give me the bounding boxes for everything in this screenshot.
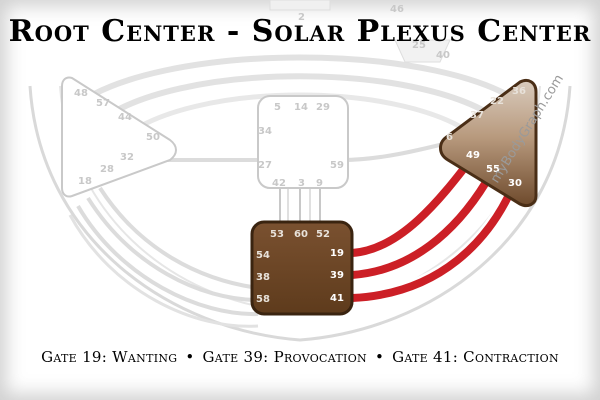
page-title: Root Center - Solar Plexus Center	[8, 14, 592, 49]
gate-28: 28	[100, 164, 114, 175]
caption-separator: •	[185, 348, 195, 366]
gate-14: 14	[294, 102, 308, 113]
gate-59: 59	[330, 160, 344, 171]
gate-44: 44	[118, 112, 132, 123]
spleen-center	[61, 76, 177, 198]
gate-42: 42	[272, 178, 286, 189]
caption-gate-41: Gate 41: Contraction	[392, 348, 559, 366]
faint-channel-spleen-1	[98, 186, 259, 290]
channel-19-49-red	[351, 155, 476, 257]
root-gates: 53 60 52 54 38 58 19 39 41	[256, 229, 344, 305]
faint-top-center-left	[269, 0, 331, 11]
caption-gate-39: Gate 39: Provocation	[202, 348, 367, 366]
gate-54: 54	[256, 250, 270, 261]
sacral-center	[257, 95, 349, 189]
gate-9: 9	[316, 178, 323, 189]
gate-25: 25	[412, 40, 426, 51]
channel-39-55-red	[351, 170, 496, 279]
caption-gate-19: Gate 19: Wanting	[41, 348, 178, 366]
gate-18: 18	[78, 176, 92, 187]
gate-52: 52	[316, 229, 330, 240]
gate-49: 49	[466, 150, 480, 161]
gate-5: 5	[274, 102, 281, 113]
gate-19: 19	[330, 248, 344, 259]
gate-29: 29	[316, 102, 330, 113]
faint-channel-spleen-3	[76, 204, 259, 317]
gate-40: 40	[436, 50, 450, 61]
gate-60: 60	[294, 229, 308, 240]
gate-58: 58	[256, 294, 270, 305]
faint-arc-1	[68, 54, 532, 113]
solar-plexus-gates: 36 22 37 6 49 55 30	[446, 86, 526, 189]
gate-38: 38	[256, 272, 270, 283]
caption-separator: •	[374, 348, 385, 366]
gate-39: 39	[330, 270, 344, 281]
faint-channel-spleen-4	[68, 214, 259, 328]
gate-30: 30	[508, 178, 522, 189]
gate-57: 57	[96, 98, 110, 109]
gate-3: 3	[298, 178, 305, 189]
gate-55: 55	[486, 164, 500, 175]
faint-channel-spleen-2	[86, 196, 259, 302]
top-faint-gates: 2 46 25 40	[298, 4, 450, 61]
gate-37: 37	[470, 110, 484, 121]
root-center	[250, 220, 354, 316]
gate-34: 34	[258, 126, 272, 137]
sacral-gates: 5 14 29 34 27 59 42 3 9	[258, 102, 344, 189]
gate-22: 22	[490, 96, 504, 107]
gate-32: 32	[120, 152, 134, 163]
solar-plexus-center	[439, 78, 538, 208]
channel-41-30-red	[351, 182, 518, 302]
gate-53: 53	[270, 229, 284, 240]
faint-arc-2	[93, 73, 507, 128]
gate-50: 50	[146, 132, 160, 143]
gate-41: 41	[330, 293, 344, 304]
channel-19-49	[351, 154, 478, 260]
gate-27: 27	[258, 160, 272, 171]
gate-36: 36	[512, 86, 526, 97]
gate-caption: Gate 19: Wanting • Gate 39: Provocation • Ga…	[0, 348, 600, 366]
active-channels	[351, 154, 520, 305]
body-outline	[28, 85, 572, 342]
gate-2: 2	[298, 12, 305, 23]
gate-46: 46	[390, 4, 404, 15]
faint-top-center-right	[394, 39, 451, 63]
gate-48: 48	[74, 88, 88, 99]
spleen-gates: 48 57 44 50 32 28 18	[74, 88, 160, 187]
gate-6: 6	[446, 132, 453, 143]
